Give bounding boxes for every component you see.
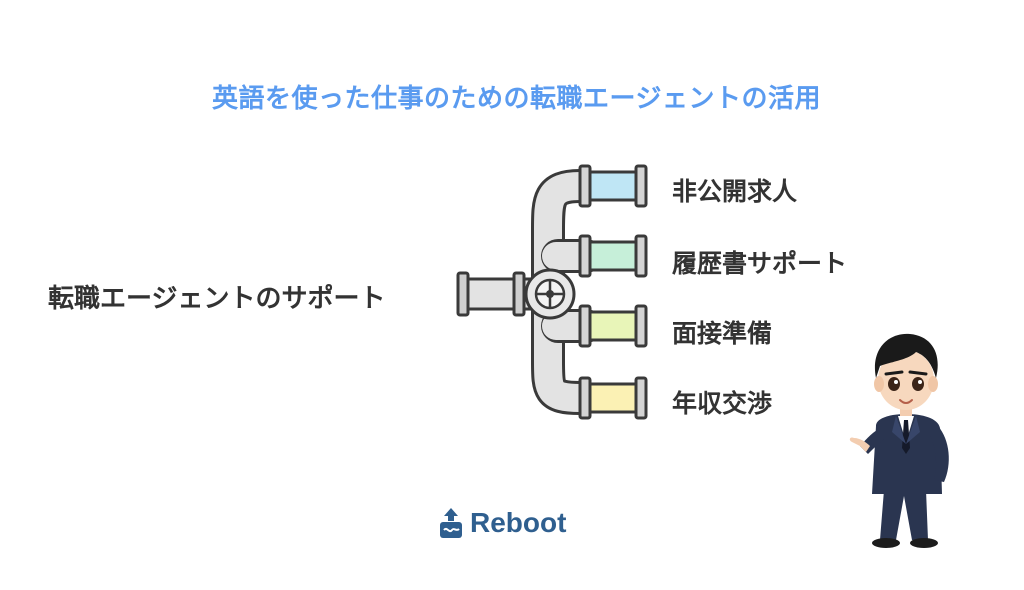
- businessman-illustration: [849, 333, 949, 548]
- branch-label-hidden-jobs: 非公開求人: [672, 177, 798, 206]
- branch-pipe-resume-support: [578, 234, 648, 278]
- branch-pipes: [578, 164, 648, 420]
- branch-label-interview-prep: 面接準備: [672, 319, 773, 348]
- inlet-pipe: [456, 271, 532, 317]
- branch-label-salary-negotiation: 年収交渉: [672, 389, 773, 418]
- branch-label-resume-support: 履歴書サポート: [672, 249, 848, 278]
- source-label: 転職エージェントのサポート: [48, 284, 386, 314]
- logo-text: Reboot: [470, 507, 567, 538]
- branch-pipe-salary-negotiation: [578, 376, 648, 420]
- logo-icon: [440, 508, 462, 538]
- branch-pipe-interview-prep: [578, 304, 648, 348]
- branch-pipe-hidden-jobs: [578, 164, 648, 208]
- diagram-title: 英語を使った仕事のための転職エージェントの活用: [212, 84, 821, 114]
- valve-wheel-icon: [524, 268, 576, 320]
- reboot-logo: Reboot: [436, 506, 566, 540]
